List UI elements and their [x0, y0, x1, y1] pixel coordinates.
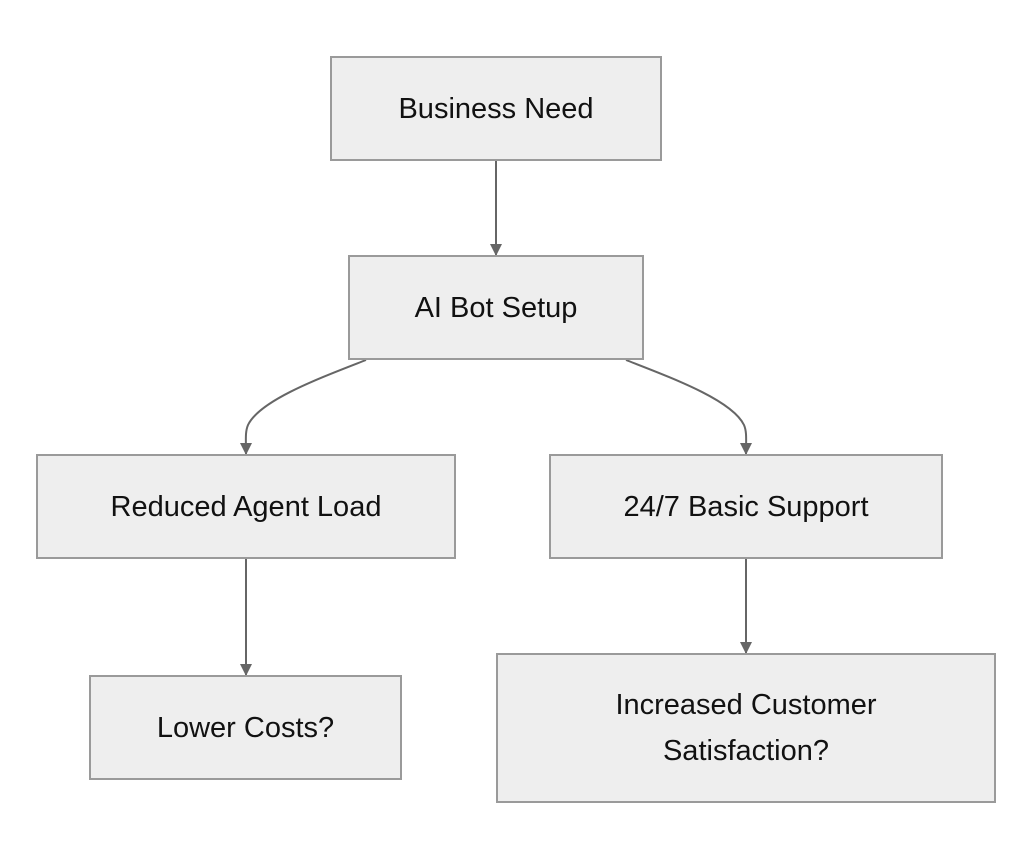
node-business-need-label: Business Need: [398, 92, 594, 125]
node-customer-satisfaction: Increased Customer Satisfaction?: [496, 653, 996, 803]
node-lower-costs-label: Lower Costs?: [156, 711, 335, 744]
node-basic-support-label: 24/7 Basic Support: [623, 490, 869, 523]
edge-ai-bot-setup-to-reduced-agent-load: [239, 359, 367, 455]
node-basic-support: 24/7 Basic Support: [549, 454, 943, 559]
node-customer-satisfaction-label: Increased Customer Satisfaction?: [615, 689, 877, 767]
node-ai-bot-setup: AI Bot Setup: [348, 255, 644, 360]
node-reduced-agent-load-label: Reduced Agent Load: [110, 490, 382, 523]
node-lower-costs: Lower Costs?: [89, 675, 402, 780]
node-ai-bot-setup-label: AI Bot Setup: [414, 291, 578, 324]
edge-ai-bot-setup-to-basic-support: [625, 359, 753, 455]
node-reduced-agent-load: Reduced Agent Load: [36, 454, 456, 559]
node-business-need: Business Need: [330, 56, 662, 161]
